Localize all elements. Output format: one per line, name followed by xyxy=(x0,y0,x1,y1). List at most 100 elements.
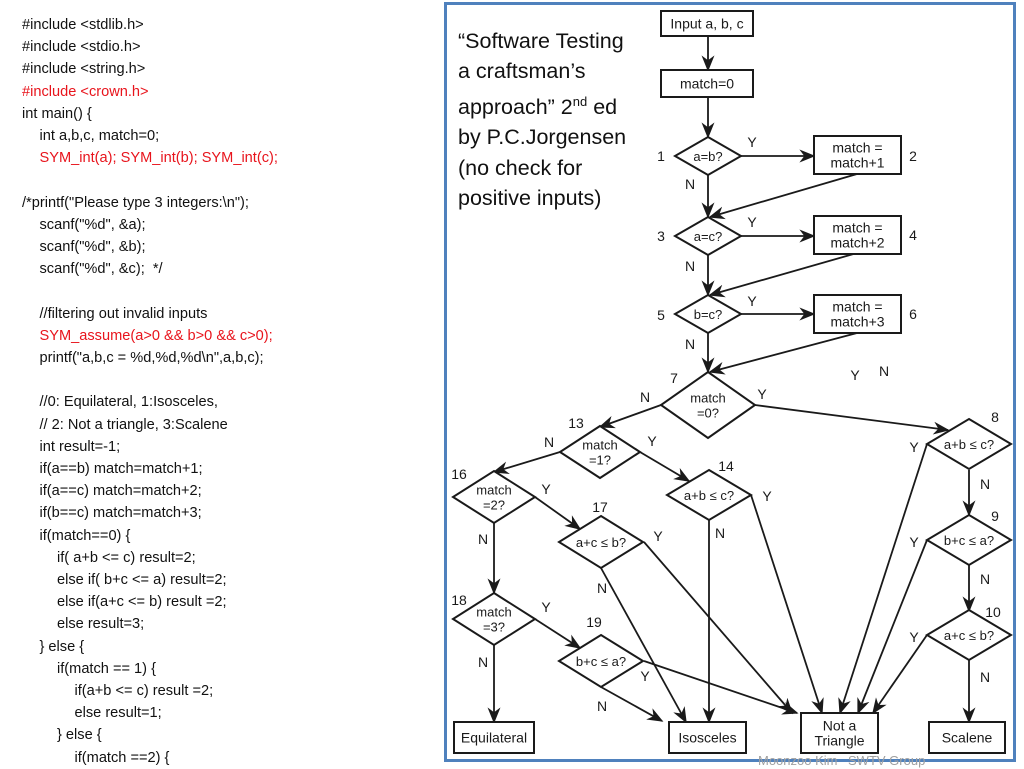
node-label: match xyxy=(476,483,511,498)
node-label: match+1 xyxy=(830,155,884,171)
node-label: match xyxy=(476,605,511,620)
decision-diamond xyxy=(557,633,645,689)
process-box xyxy=(800,712,879,754)
flow-arrow xyxy=(600,686,664,722)
process-box xyxy=(813,294,902,334)
branch-label: Y xyxy=(647,433,657,449)
code-line: #include <stdio.h> xyxy=(22,39,141,56)
code-line: } else { xyxy=(57,727,102,744)
code-line: /*printf("Please type 3 integers:\n"); xyxy=(22,194,249,211)
decision-diamond xyxy=(557,514,645,570)
branch-label: N xyxy=(685,176,695,192)
process-box xyxy=(813,135,902,175)
node-label: a=b? xyxy=(693,149,722,164)
process-init: match=0 xyxy=(660,69,754,98)
process-box xyxy=(660,69,754,98)
decision-diamond xyxy=(451,469,537,525)
code-line: if(match==0) { xyxy=(39,527,131,544)
process-b4: match =match+2 4 xyxy=(813,215,917,255)
branch-label: N xyxy=(544,434,554,450)
node-number: 6 xyxy=(909,306,917,322)
citation-superscript: nd xyxy=(572,93,588,109)
node-label: match = xyxy=(832,299,882,315)
citation-line: (no check for xyxy=(458,155,583,180)
code-line: if(a==b) match=match+1; xyxy=(39,461,203,477)
decision-diamond xyxy=(451,591,537,647)
decision-d19: b+c ≤ a?19 xyxy=(557,614,645,689)
branch-label: N xyxy=(597,580,607,596)
branch-label: Y xyxy=(757,386,767,402)
node-label: match = xyxy=(832,220,882,236)
code-line: } else { xyxy=(39,638,85,655)
decision-diamond xyxy=(925,417,1013,471)
decision-d16: match=2?16 xyxy=(451,466,537,525)
node-label: match=0 xyxy=(680,76,734,92)
node-label: =3? xyxy=(483,620,505,635)
node-number: 14 xyxy=(718,458,734,474)
code-line: int a,b,c, match=0; xyxy=(39,128,160,144)
branch-label: N xyxy=(980,571,990,587)
code-line: if(a+b <= c) result =2; xyxy=(74,683,214,699)
flow-arrow xyxy=(643,660,799,715)
code-line: #include <string.h> xyxy=(22,61,146,78)
code-line: printf("a,b,c = %d,%d,%d\n",a,b,c); xyxy=(39,350,264,366)
citation-text: ed xyxy=(587,94,618,119)
flow-arrow xyxy=(600,567,687,724)
decision-diamond xyxy=(672,293,744,335)
branch-label: Y xyxy=(850,367,860,383)
flow-arrow xyxy=(639,451,691,482)
process-box xyxy=(813,215,902,255)
decision-d8: a+b ≤ c?8 xyxy=(925,409,1013,471)
flow-arrow xyxy=(598,404,662,429)
node-label: Input a, b, c xyxy=(670,16,743,32)
node-label: a+c ≤ b? xyxy=(944,628,994,643)
branch-label: N xyxy=(478,654,488,670)
flow-arrow xyxy=(857,539,928,715)
node-number: 4 xyxy=(909,227,917,243)
node-number: 10 xyxy=(985,604,1001,620)
node-number: 8 xyxy=(991,409,999,425)
footer-author: Moonzoo Kim xyxy=(758,753,838,768)
node-label: =1? xyxy=(589,453,611,468)
decision-d17: a+c ≤ b?17 xyxy=(557,499,645,570)
node-number: 13 xyxy=(568,415,584,431)
node-number: 19 xyxy=(586,614,602,630)
decision-diamond xyxy=(665,468,753,522)
branch-label: N xyxy=(640,389,650,405)
code-line: if(b==c) match=match+3; xyxy=(39,505,202,522)
decision-diamond xyxy=(558,424,642,480)
citation-text: approach” 2 xyxy=(458,94,573,119)
flow-arrow xyxy=(643,541,794,715)
code-line: scanf("%d", &b); xyxy=(39,239,146,255)
branch-label: Y xyxy=(653,528,663,544)
branch-label: N xyxy=(980,476,990,492)
branch-label: Y xyxy=(909,534,919,550)
node-label: match xyxy=(582,438,617,453)
code-line: else if(a+c <= b) result =2; xyxy=(57,594,227,611)
citation-line: by P.C.Jorgensen xyxy=(458,125,627,150)
decision-d18: match=3?18 xyxy=(451,591,537,647)
code-line: //0: Equilateral, 1:Isosceles, xyxy=(39,394,218,411)
branch-label: Y xyxy=(541,599,551,615)
code-line: int result=-1; xyxy=(39,438,121,455)
decision-d13: match=1? 13 xyxy=(558,415,642,480)
flowchart-frame xyxy=(444,2,1016,762)
branch-label: N xyxy=(879,363,889,379)
code-line: if(match == 1) { xyxy=(57,660,156,677)
process-box xyxy=(660,10,754,37)
node-label: a+b ≤ c? xyxy=(684,488,734,503)
node-label: match = xyxy=(832,140,882,156)
decision-d1: a=b?1 xyxy=(657,135,744,177)
branch-label: N xyxy=(597,698,607,714)
decision-d5: b=c?5 xyxy=(657,293,744,335)
node-number: 9 xyxy=(991,508,999,524)
branch-label: N xyxy=(685,336,695,352)
flow-arrow xyxy=(534,618,582,649)
flow-arrow xyxy=(708,173,858,220)
footer-group: SWTV Group xyxy=(848,753,926,768)
process-box xyxy=(668,721,747,754)
node-label: Isosceles xyxy=(678,730,736,746)
node-label: match+2 xyxy=(830,235,884,251)
